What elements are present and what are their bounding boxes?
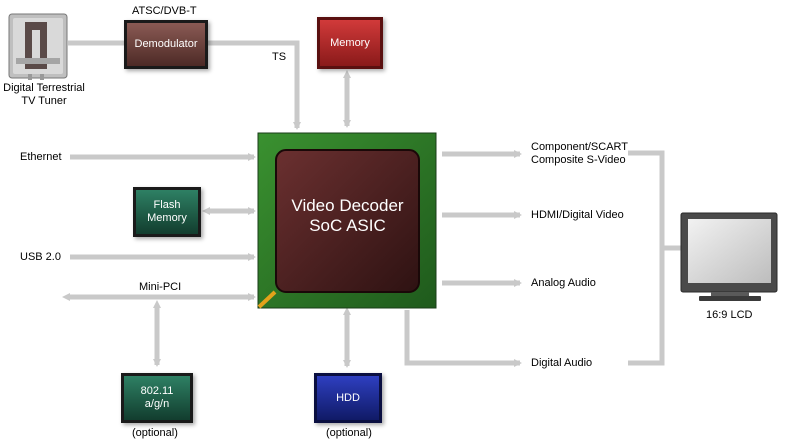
wifi-box: 802.11 a/g/n — [121, 373, 193, 423]
component-line1: Component/SCART — [531, 141, 629, 153]
analog-audio-label: Analog Audio — [531, 277, 596, 289]
memory-label: Memory — [330, 36, 370, 49]
demodulator-box: Demodulator — [124, 20, 208, 69]
flash-line1: Flash — [153, 199, 181, 211]
hdd-box: HDD — [314, 373, 382, 423]
tv-tuner-icon — [8, 13, 68, 80]
wifi-line2: a/g/n — [144, 398, 170, 410]
component-output-label: Component/SCART Composite S-Video — [531, 141, 628, 167]
digital-audio-label: Digital Audio — [531, 357, 593, 369]
flash-memory-box: Flash Memory — [133, 187, 201, 237]
ts-connector — [207, 40, 301, 130]
lcd-label: 16:9 LCD — [706, 309, 753, 321]
demod-standard-label: ATSC/DVB-T — [132, 5, 197, 17]
wifi-line1: 802.11 — [140, 385, 174, 397]
chip-pin1-marker — [257, 290, 277, 309]
lcd-tv-icon — [680, 212, 778, 301]
digital-audio-arrow — [404, 310, 522, 367]
soc-line2: SoC ASIC — [309, 216, 386, 235]
hdd-label: HDD — [336, 391, 360, 404]
ethernet-label: Ethernet — [20, 151, 62, 163]
soc-line1: Video Decoder — [291, 196, 404, 215]
usb-label: USB 2.0 — [20, 251, 61, 263]
soc-chip — [257, 132, 437, 309]
flash-line2: Memory — [147, 212, 187, 224]
memory-box: Memory — [317, 17, 383, 69]
hdmi-output-label: HDMI/Digital Video — [531, 209, 624, 221]
soc-label: Video Decoder SoC ASIC — [276, 196, 419, 236]
wifi-note: (optional) — [132, 427, 178, 439]
component-line2: Composite S-Video — [531, 154, 626, 166]
tuner-label-line1: Digital Terrestrial — [3, 82, 85, 94]
lcd-bus — [628, 150, 665, 366]
ts-label: TS — [272, 51, 287, 63]
minipci-label: Mini-PCI — [139, 281, 182, 293]
tuner-label-line2: TV Tuner — [21, 95, 67, 107]
demodulator-label: Demodulator — [134, 38, 198, 50]
tuner-label: Digital Terrestrial TV Tuner — [2, 82, 86, 108]
hdd-note: (optional) — [326, 427, 372, 439]
